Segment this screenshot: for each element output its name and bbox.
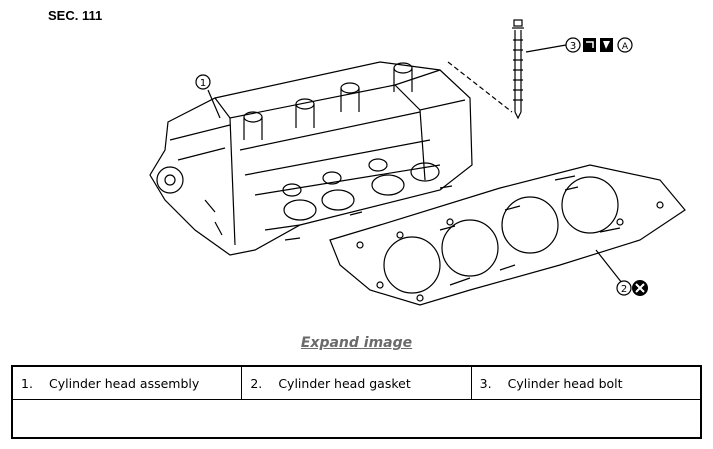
legend-number: 1. (21, 375, 33, 391)
svg-text:3: 3 (570, 41, 576, 52)
leader-line-1 (207, 89, 221, 119)
callout-2: 2 (616, 280, 632, 296)
tightening-torque-icon (583, 38, 596, 52)
leader-line-3 (525, 44, 567, 53)
legend-blank-row (13, 400, 700, 438)
legend-cell-2: 2. Cylinder head gasket (242, 367, 472, 399)
oil-apply-icon (600, 38, 613, 52)
svg-text:1: 1 (200, 78, 206, 89)
legend-cell-1: 1. Cylinder head assembly (13, 367, 243, 399)
callout-symbol-a: A (617, 37, 633, 53)
legend-label: Cylinder head gasket (278, 375, 411, 391)
section-code: SEC. 111 (48, 8, 103, 23)
legend-label: Cylinder head assembly (49, 375, 200, 391)
legend-cell-3: 3. Cylinder head bolt (472, 367, 700, 399)
leader-line-2 (595, 249, 623, 284)
cylinder-head-gasket-drawing (329, 164, 686, 306)
callout-1: 1 (195, 74, 211, 90)
legend-row: 1. Cylinder head assembly 2. Cylinder he… (13, 367, 700, 400)
parts-legend-table: 1. Cylinder head assembly 2. Cylinder he… (11, 365, 702, 439)
legend-label: Cylinder head bolt (507, 375, 623, 391)
do-not-reuse-icon (632, 280, 648, 296)
cylinder-head-illustration: 1 2 3 A (149, 19, 686, 306)
callout-3: 3 (565, 37, 581, 53)
svg-text:A: A (622, 42, 629, 52)
expand-image-link[interactable]: Expand image (300, 335, 413, 351)
legend-number: 2. (250, 375, 263, 391)
cylinder-head-drawing (149, 61, 473, 256)
cylinder-head-bolt-drawing (447, 19, 524, 120)
svg-text:2: 2 (621, 284, 627, 295)
legend-number: 3. (479, 375, 492, 391)
